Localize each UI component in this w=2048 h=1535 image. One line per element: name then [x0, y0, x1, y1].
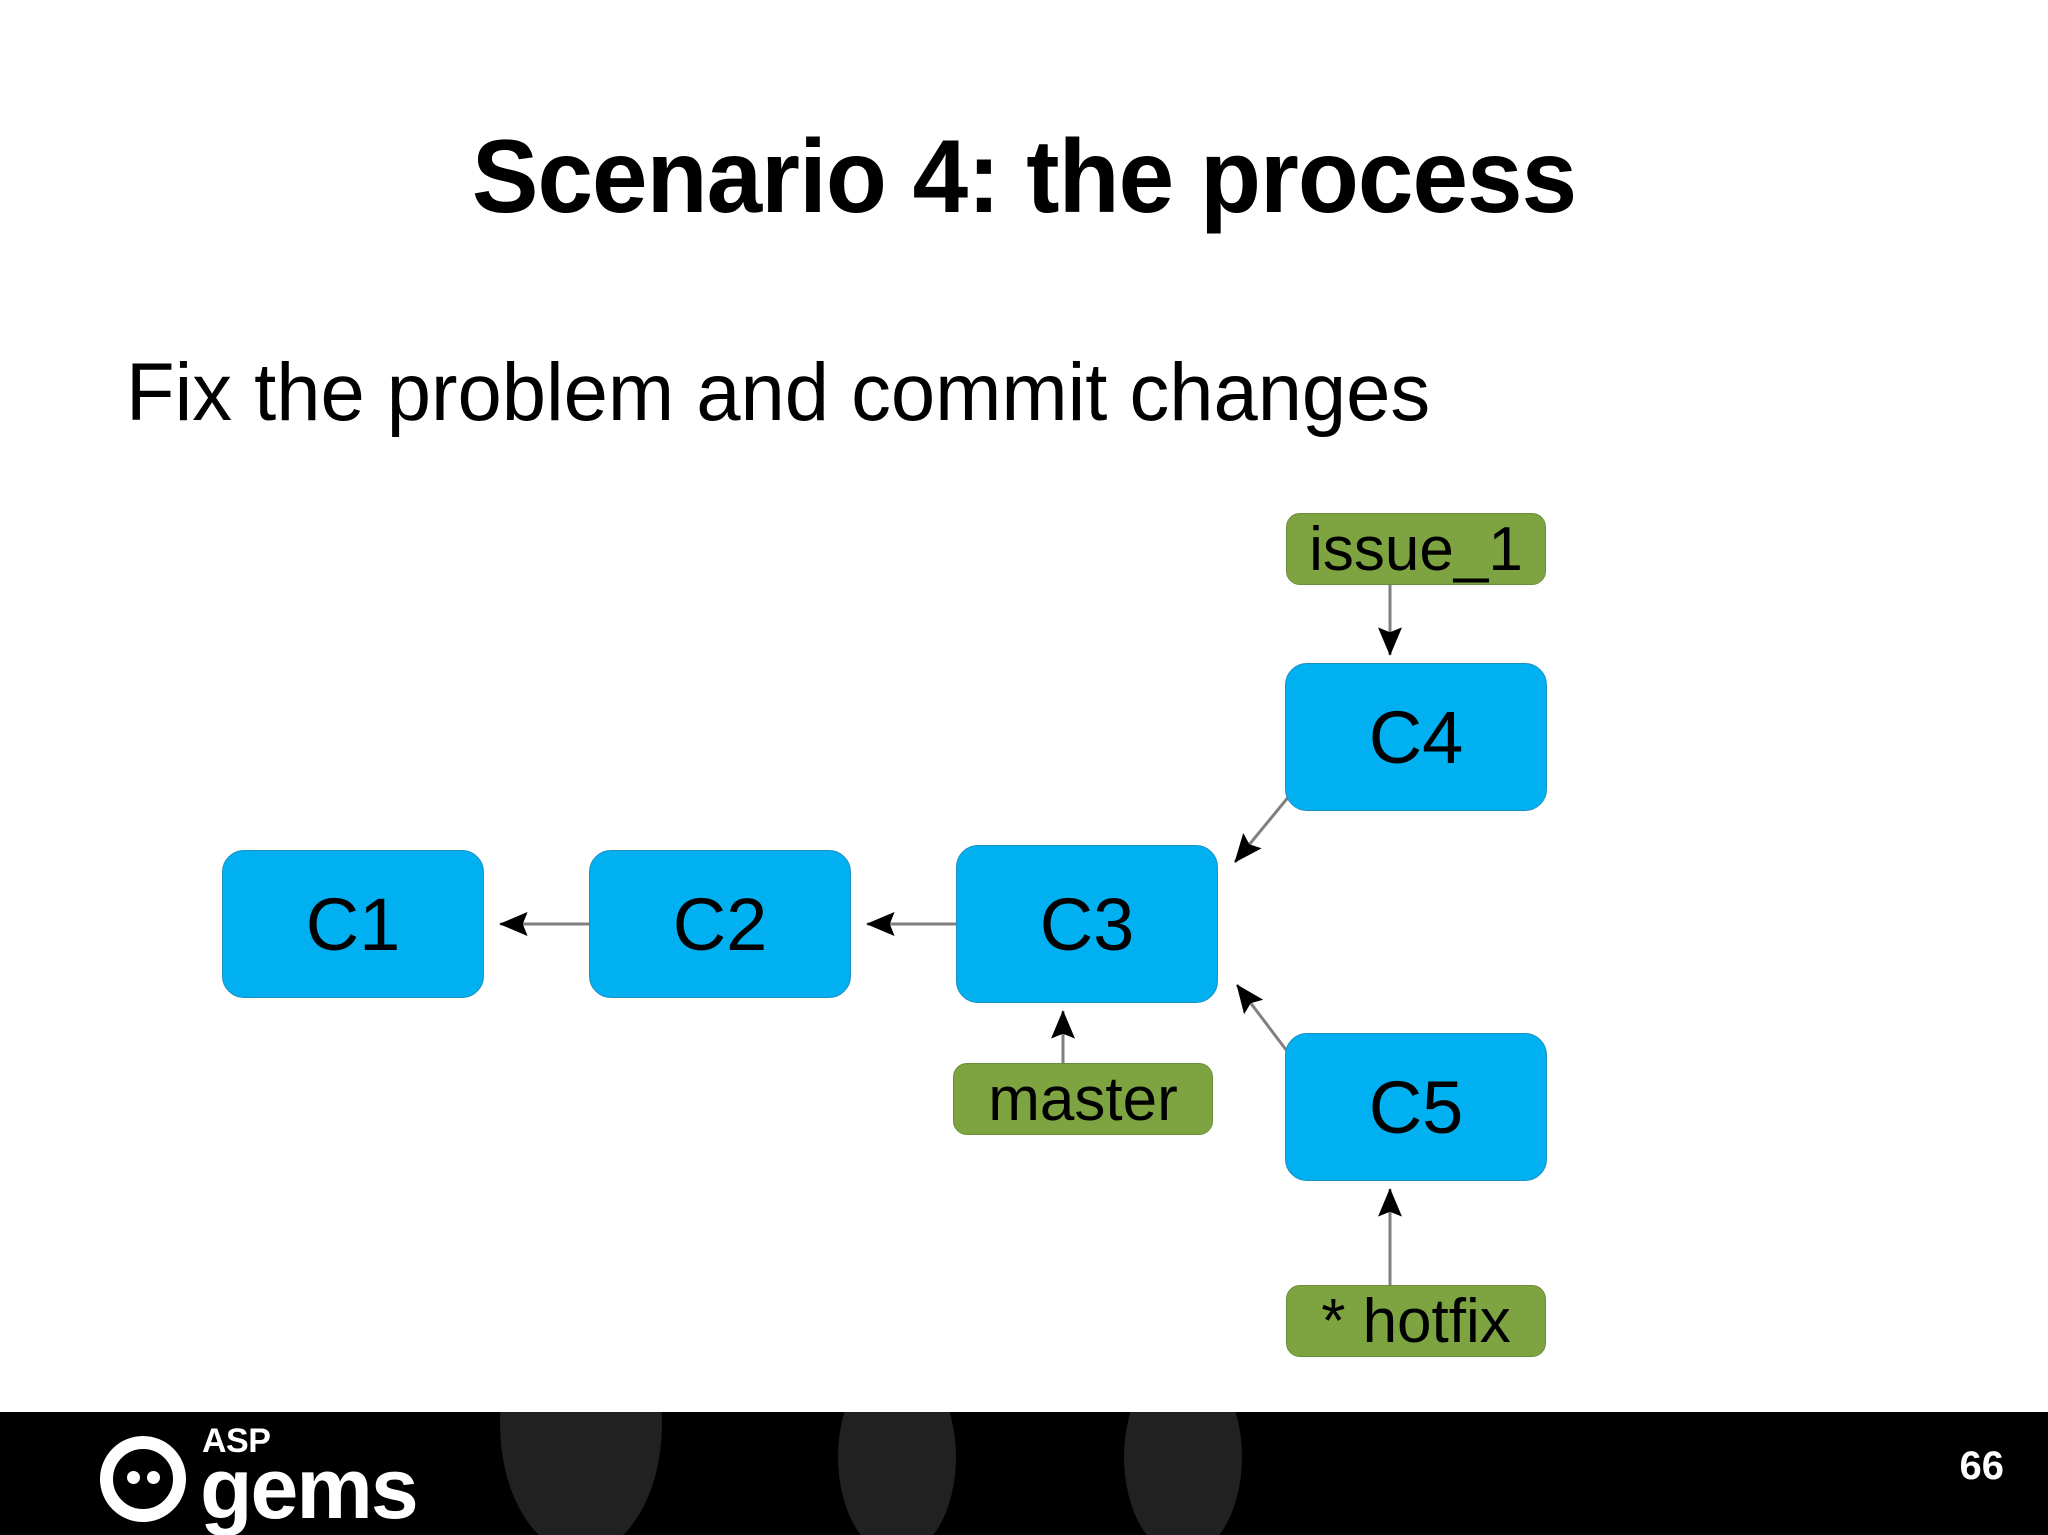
commit-label: C2 [672, 882, 768, 966]
footer-decoration-circle [500, 1412, 662, 1535]
commit-node-c3[interactable]: C3 [956, 845, 1218, 1003]
edge-c5-to-c3 [1235, 984, 1292, 1056]
commit-node-c2[interactable]: C2 [589, 850, 851, 998]
commit-label: C4 [1368, 695, 1464, 779]
branch-label-text: master [988, 1064, 1178, 1134]
logo-asp-text: ASP [202, 1422, 271, 1460]
branch-label-text: * hotfix [1321, 1286, 1511, 1356]
page-number: 66 [1959, 1444, 2005, 1488]
branch-label-hotfix[interactable]: * hotfix [1286, 1285, 1546, 1357]
commit-label: C3 [1039, 882, 1135, 966]
footer-bar: ASP gems 66 [0, 1412, 2048, 1535]
slide-subtitle: Fix the problem and commit changes [126, 347, 1431, 438]
smiley-eye-left-icon [127, 1471, 140, 1484]
arrow-layer [499, 585, 1402, 1285]
commit-node-c1[interactable]: C1 [222, 850, 484, 998]
smiley-circle-icon [100, 1436, 186, 1522]
git-commit-graph: C1 C2 C3 C4 C5 issue_1 master * hotfix [222, 513, 1547, 1357]
branch-label-issue-1[interactable]: issue_1 [1286, 513, 1546, 585]
aspgems-logo: ASP gems [100, 1424, 419, 1532]
branch-label-master[interactable]: master [953, 1063, 1213, 1135]
branch-label-text: issue_1 [1309, 514, 1523, 584]
edge-c4-to-c3 [1233, 794, 1292, 863]
footer-decoration-circle [838, 1412, 956, 1535]
commit-label: C1 [305, 882, 401, 966]
footer-decoration-circle [1124, 1412, 1242, 1535]
commit-label: C5 [1368, 1065, 1464, 1149]
page-title: Scenario 4: the process [471, 119, 1577, 235]
commit-node-c5[interactable]: C5 [1285, 1033, 1547, 1181]
logo-gems-text: gems [200, 1441, 419, 1535]
commit-node-c4[interactable]: C4 [1285, 663, 1547, 811]
smiley-eye-right-icon [147, 1471, 160, 1484]
